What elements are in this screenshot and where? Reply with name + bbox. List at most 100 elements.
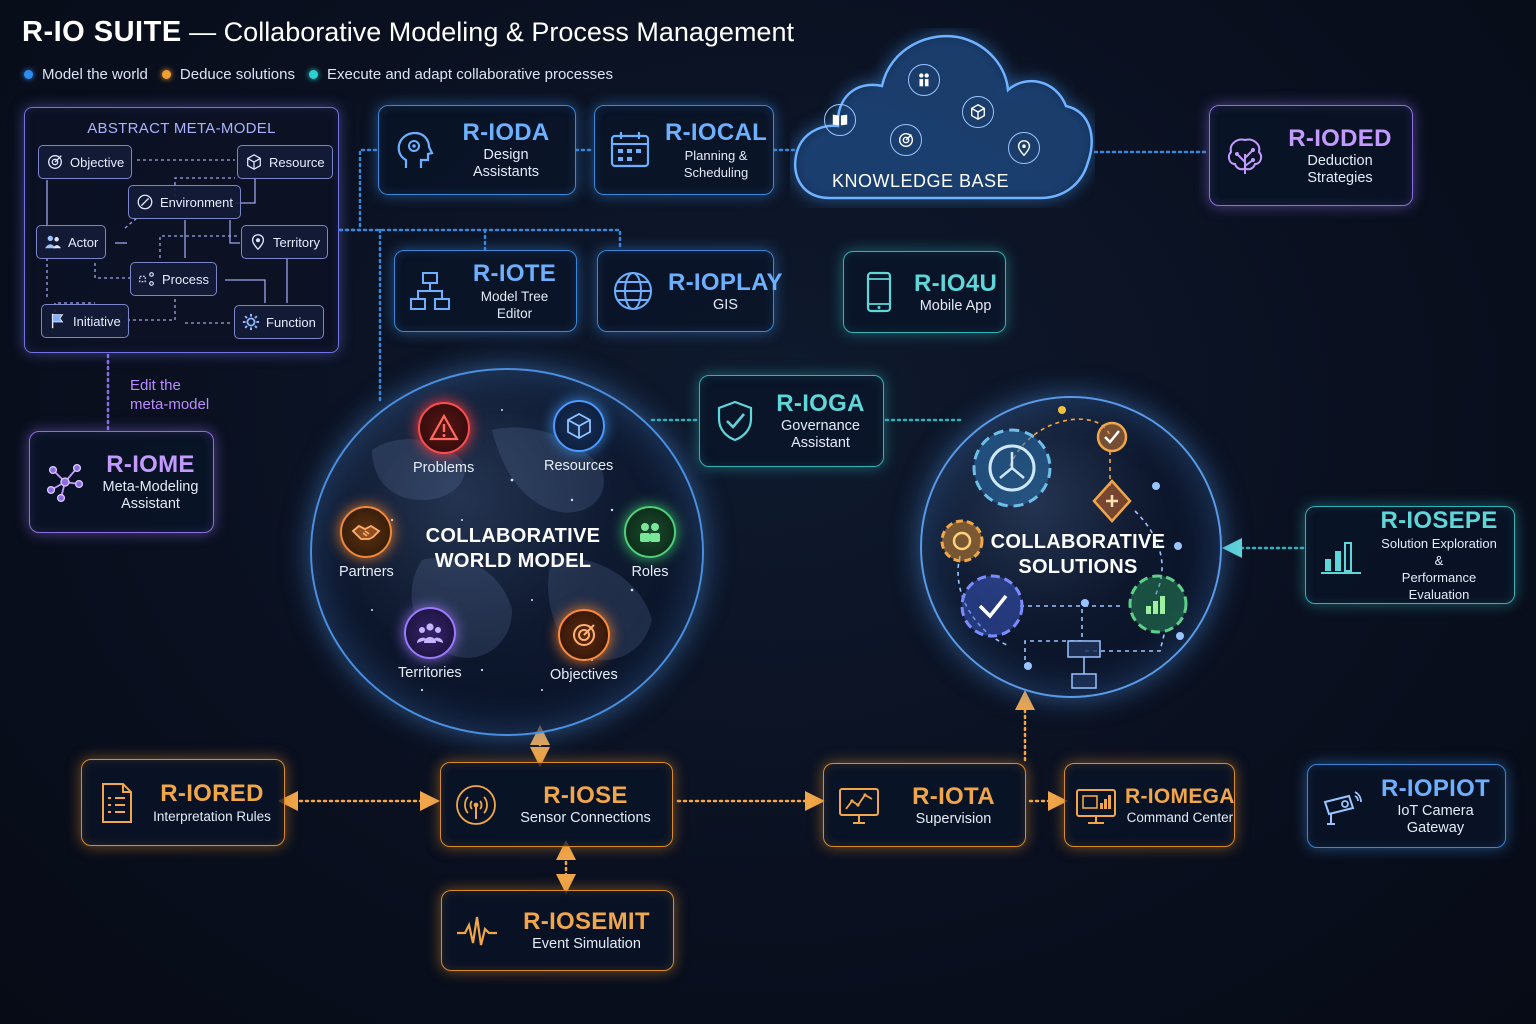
module-desc: Supervision [915, 810, 992, 827]
security-camera-icon [1320, 783, 1366, 829]
module-name: R-IOPLAY [668, 268, 783, 296]
module-desc: Assistant [791, 435, 850, 451]
page-title: R-IO SUITE — Collaborative Modeling & Pr… [22, 16, 794, 49]
meta-node-territory[interactable]: Territory [241, 225, 328, 259]
gear-icon [1128, 574, 1188, 634]
legend-label: Model the world [42, 66, 148, 83]
edit-note-line: Edit the [130, 377, 181, 394]
cube-icon [552, 400, 605, 452]
module-name: R-IOME [106, 451, 195, 478]
legend-dot-blue [24, 70, 33, 79]
link-meta-globe [338, 228, 622, 250]
meta-node-initiative[interactable]: Initiative [41, 304, 129, 338]
network-graph-icon [42, 459, 88, 505]
module-r-iopiot[interactable]: R-IOPIOT IoT Camera Gateway [1307, 764, 1506, 848]
world-item-objectives[interactable]: Objectives [550, 609, 618, 683]
process-flow-icon [139, 272, 154, 286]
world-item-label: Partners [339, 564, 394, 580]
smartphone-icon [856, 269, 902, 315]
globe-icon [610, 268, 656, 314]
module-name: R-IOSEMIT [523, 908, 650, 935]
world-model-label: COLLABORATIVE WORLD MODEL [418, 524, 608, 574]
flag-icon [51, 313, 64, 329]
module-desc: Planning & Scheduling [683, 148, 749, 180]
check-badge-icon [1096, 421, 1128, 453]
world-item-resources[interactable]: Resources [544, 400, 613, 474]
world-item-label: Objectives [550, 667, 618, 683]
world-item-label: Resources [544, 458, 614, 474]
world-item-problems[interactable]: Problems [413, 402, 474, 476]
world-item-roles[interactable]: Roles [624, 506, 676, 580]
edit-meta-model-note: Edit the meta-model [130, 376, 209, 414]
world-item-partners[interactable]: Partners [339, 506, 394, 580]
module-r-ioded[interactable]: R-IODED Deduction Strategies [1209, 105, 1413, 206]
abstract-meta-model-panel[interactable]: ABSTRACT META-MODEL [24, 107, 339, 353]
module-r-iocal[interactable]: R-IOCAL Planning & Scheduling [594, 105, 774, 195]
module-r-iome[interactable]: R-IOME Meta-Modeling Assistant [29, 431, 214, 533]
meta-node-objective[interactable]: Objective [38, 145, 133, 179]
module-desc: Event Simulation [532, 936, 641, 952]
module-desc: Governance [781, 418, 860, 434]
target-icon [890, 124, 922, 156]
module-r-ioda[interactable]: R-IODA Design Assistants [378, 105, 576, 195]
module-r-io4u[interactable]: R-IO4U Mobile App [843, 251, 1006, 333]
knowledge-base-cloud[interactable]: KNOWLEDGE BASE [790, 28, 1095, 208]
meta-node-environment[interactable]: Environment [128, 185, 241, 219]
module-desc: Design Assistants [472, 147, 540, 180]
meta-node-actor[interactable]: Actor [36, 225, 107, 259]
legend-label: Execute and adapt collaborative processe… [326, 66, 613, 83]
cube-icon [962, 96, 994, 128]
tree-structure-icon [407, 268, 453, 314]
module-r-iored[interactable]: R-IORED Interpretation Rules [81, 759, 285, 846]
target-icon [557, 609, 610, 661]
module-desc: Sensor Connections [520, 810, 651, 826]
node-label: Process [162, 271, 209, 287]
module-r-iote[interactable]: R-IOTE Model Tree Editor [394, 250, 577, 332]
module-desc: Strategies [1307, 169, 1373, 186]
handshake-icon [340, 506, 393, 558]
module-desc: IoT Camera Gateway [1397, 803, 1474, 836]
meta-node-process[interactable]: Process [130, 262, 217, 296]
book-icon [824, 104, 856, 136]
calendar-icon [607, 127, 653, 173]
target-icon [48, 155, 62, 169]
module-name: R-IODA [462, 119, 550, 146]
meta-node-function[interactable]: Function [234, 305, 324, 339]
knowledge-base-label: KNOWLEDGE BASE [831, 171, 1010, 191]
title-brand: R-IO SUITE [22, 16, 182, 48]
compass-icon [137, 194, 153, 210]
module-r-iota[interactable]: R-IOTA Supervision [823, 763, 1026, 847]
module-name: R-IOPIOT [1380, 775, 1491, 802]
module-name: R-IOSE [543, 782, 628, 809]
location-pin-icon [1008, 132, 1040, 164]
node-label: Objective [70, 154, 125, 170]
world-item-label: Roles [631, 564, 669, 580]
world-model-label-line: COLLABORATIVE [425, 525, 601, 547]
module-desc: Deduction [1307, 152, 1373, 169]
decision-diamond-icon [1092, 479, 1132, 523]
meta-node-resource[interactable]: Resource [237, 145, 333, 179]
module-name: R-IO4U [914, 269, 998, 297]
module-name: R-IOCAL [665, 119, 768, 146]
world-item-territories[interactable]: Territories [398, 607, 462, 681]
module-r-iosepe[interactable]: R-IOSEPE Solution Exploration & Performa… [1305, 506, 1515, 604]
module-r-iose[interactable]: R-IOSE Sensor Connections [440, 762, 673, 847]
module-r-ioplay[interactable]: R-IOPLAY GIS [597, 250, 783, 332]
link-meta-ioda [338, 148, 380, 232]
module-r-iosemit[interactable]: R-IOSEMIT Event Simulation [441, 890, 674, 971]
module-r-ioga[interactable]: R-IOGA Governance Assistant [699, 375, 884, 467]
sensor-signal-icon [453, 782, 499, 828]
module-name: R-IOTA [912, 782, 995, 810]
group-icon [403, 607, 456, 659]
module-desc: Assistant [121, 496, 180, 512]
node-label: Actor [68, 234, 99, 250]
legend-label: Deduce solutions [179, 66, 295, 83]
module-desc: Command Center [1126, 809, 1234, 825]
module-r-iomega[interactable]: R-IOMEGA Command Center [1064, 763, 1235, 847]
title-subtitle: — Collaborative Modeling & Process Manag… [181, 17, 794, 47]
module-desc: Solution Exploration & [1381, 536, 1497, 568]
waveform-icon [454, 908, 500, 954]
shield-check-icon [712, 398, 758, 444]
legend-item-execute: Execute and adapt collaborative processe… [308, 66, 613, 83]
module-name: R-IORED [160, 780, 264, 807]
